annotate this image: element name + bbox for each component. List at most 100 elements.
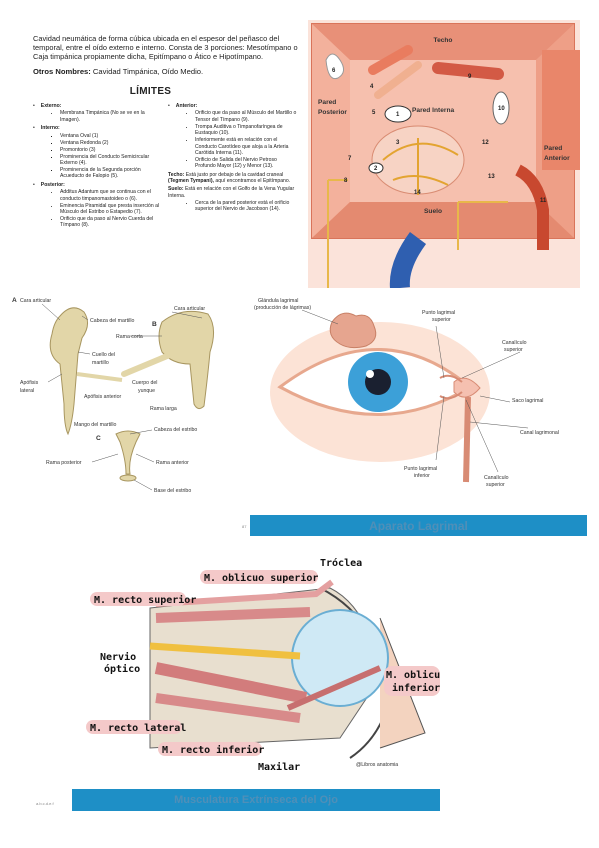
oblicuo-inferior-2: inferior (392, 682, 440, 694)
marker-4: 4 (370, 84, 374, 90)
marker-1: 1 (396, 112, 400, 118)
label-pill (384, 666, 440, 696)
techo-text: Techo: Está justo por debajo de la cavid… (168, 172, 298, 185)
pared-posterior-label-2: Posterior (318, 109, 347, 116)
mango-martillo: Mango del martillo (74, 422, 116, 428)
cabeza-martillo: Cabeza del martillo (90, 318, 135, 324)
caja-timpano-diagram: Techo Pared Posterior Pared Interna Pare… (308, 20, 580, 288)
list-item: Prominencia de la Segunda porción Acuedu… (60, 167, 163, 180)
osiculos-diagram: A B C Cara articular Cabeza del martillo… (12, 297, 214, 494)
lagrimal-diagram: Glándula lagrimal (producción de lágrima… (254, 298, 559, 488)
jugular-vein (389, 232, 427, 288)
apofisis-lateral-2: lateral (20, 388, 34, 394)
list-item: Orificio que da paso al Músculo del Mart… (195, 110, 298, 123)
rama-posterior: Rama posterior (46, 460, 82, 466)
recto-inferior-label: M. recto inferior (162, 744, 264, 756)
base-estribo: Base del estribo (154, 488, 191, 494)
anterior-label: Anterior: (168, 103, 298, 109)
punto-sup-2: superior (432, 317, 451, 323)
list-item: Cerca de la pared posterior está el orif… (195, 200, 298, 213)
cuerpo-yunque-1: Cuerpo del (132, 380, 157, 386)
tympanic-plexus (382, 138, 459, 195)
label-b: B (152, 321, 157, 328)
incus (158, 310, 214, 410)
apofisis-lateral-1: Apófisis (20, 380, 39, 386)
label-pill (90, 592, 186, 606)
list-item: Orificio de Salida del Nervio Petroso Pr… (195, 157, 298, 170)
label-pill (86, 720, 182, 734)
canaliculo-sup-1: Canalículo (502, 340, 527, 346)
leader-lines (41, 303, 203, 491)
superior-rectus (155, 607, 311, 623)
interno-list: Ventana Oval (1) Ventana Redonda (2) Pro… (33, 133, 163, 180)
nervio-optico-2: óptico (104, 663, 140, 675)
techo-label: Techo (434, 37, 453, 44)
reflection (366, 370, 374, 378)
limites-right-column: Anterior: Orificio que da paso al Múscul… (168, 101, 298, 215)
externo-label: Externo: (33, 103, 163, 109)
pared-interna-label: Pared Interna (412, 107, 454, 114)
marker-8: 8 (344, 178, 348, 184)
rama-corta: Rama corta (116, 334, 143, 340)
oval-window (384, 105, 412, 123)
list-item: Additus Adantum que se continua con el c… (60, 189, 163, 202)
anterior-process (76, 372, 123, 382)
tegmen-tympani: (Tegmen Tympani), (168, 178, 214, 185)
nervio-optico-1: Nervio (100, 651, 136, 663)
description: Cavidad neumática de forma cúbica ubicad… (33, 34, 298, 61)
canaliculi (439, 374, 463, 400)
techo-body: Está justo por debajo de la cavidad cran… (184, 171, 284, 178)
posterior-label: Posterior: (33, 182, 163, 188)
marker-13: 13 (488, 174, 495, 180)
facial-canal-prominence (374, 61, 422, 99)
banner2-mark: a.b.c.d.e.f (36, 801, 54, 806)
auditory-tube (492, 91, 510, 125)
aditus-ad-antrum (325, 53, 344, 80)
recto-lateral-label: M. recto lateral (90, 723, 186, 734)
techo-tail: aquí encontramos el Epitímpano. (213, 178, 291, 185)
round-window (368, 162, 384, 174)
canaliculo-inf-2: superior (486, 482, 505, 488)
oblicuo-inferior-1: M. oblicuo (386, 669, 440, 681)
cuello-martillo-2: martillo (92, 360, 109, 366)
malleus (49, 307, 88, 436)
anterior-list: Orificio que da paso al Músculo del Mart… (168, 110, 298, 169)
maxilar-label: Maxilar (258, 761, 300, 773)
saco-lagrimal: Saco lagrimal (512, 398, 543, 404)
tensor-tympani (432, 62, 504, 80)
superior-oblique (155, 579, 334, 607)
externo-list: Membrana Timpánica (No se ve en la Image… (33, 110, 163, 123)
punto-inf-1: Punto lagrimal (404, 466, 437, 472)
list-item: Inferiormente está en relación con el Co… (195, 137, 298, 156)
suelo-label: Suelo (424, 208, 442, 215)
muscle-block (542, 50, 580, 170)
marker-9: 9 (468, 74, 472, 80)
firma: @Libros anatomia (356, 762, 398, 768)
eyeball (291, 609, 389, 707)
floor-wall (312, 202, 574, 238)
marker-3: 3 (396, 140, 400, 146)
otros-value: Cavidad Timpánica, Oído Medio. (90, 67, 204, 76)
musculos-diagram: Tróclea M. oblicuo superior M. recto sup… (86, 557, 440, 773)
leader-lines (301, 309, 529, 473)
list-item: Orificio que da paso al Nervio Cuerda de… (60, 216, 163, 229)
marker-7: 7 (348, 156, 352, 162)
limites-left-column: Externo: Membrana Timpánica (No se ve en… (33, 101, 163, 231)
list-item: Prominencia del Conducto Semicircular Ex… (60, 154, 163, 167)
cuello-martillo-1: Cuello del (92, 352, 115, 358)
canaliculo-sup-2: superior (504, 347, 523, 353)
glandula-2: (producción de lágrimas) (254, 305, 311, 311)
suelo-body: Está en relación con el Golfo de la Vena… (168, 186, 295, 199)
posterior-wall (312, 24, 350, 238)
label-a: A (12, 297, 17, 304)
marker-14: 14 (414, 190, 421, 196)
label-pill (200, 570, 318, 584)
limites-title: LÍMITES (129, 86, 172, 97)
rama-anterior: Rama anterior (156, 460, 189, 466)
short-crus (121, 351, 175, 377)
label-c: C (96, 435, 101, 442)
optic-nerve (149, 642, 301, 660)
troclea-label: Tróclea (320, 557, 362, 569)
suelo-text: Suelo: Está en relación con el Golfo de … (168, 186, 298, 199)
semicircular-prominence (368, 45, 413, 75)
